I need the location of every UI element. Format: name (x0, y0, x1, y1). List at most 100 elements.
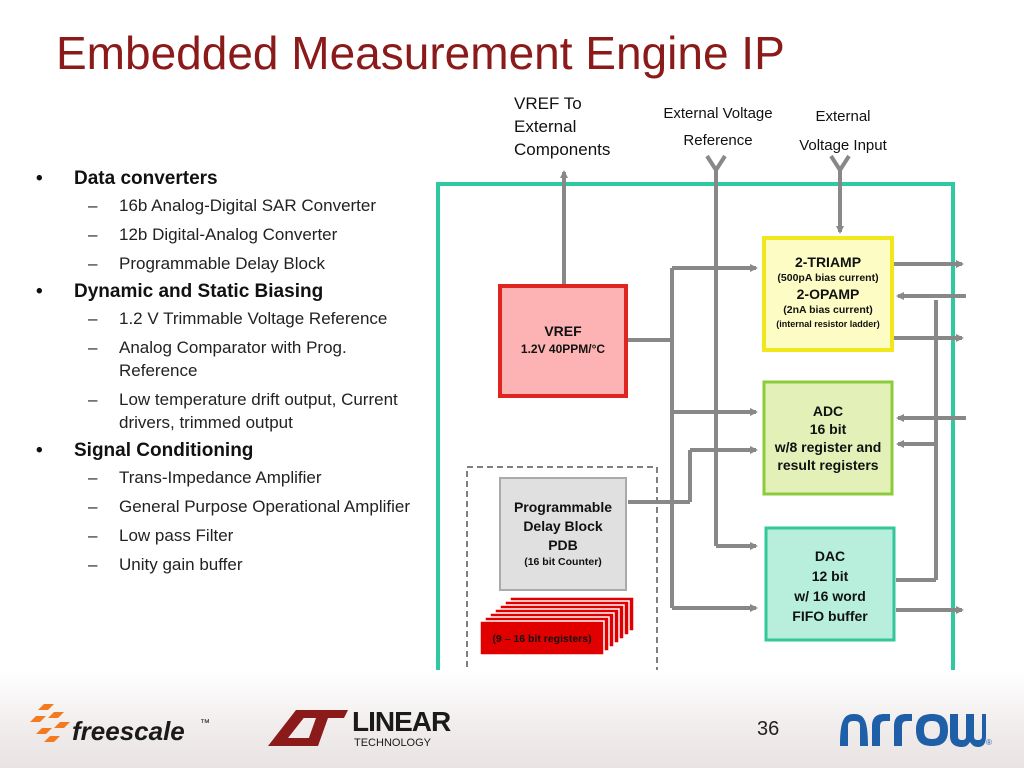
dac-block (764, 526, 896, 642)
sub-item: – Low pass Filter (34, 524, 424, 547)
opamp-title: 2-OPAMP (796, 286, 860, 302)
ext-vref-label-line: External Voltage (663, 105, 773, 122)
ext-vin-terminal-icon (829, 154, 851, 174)
dash-icon: – (88, 555, 98, 574)
bullet-label: Signal Conditioning (74, 440, 254, 461)
bullet-biasing: • Dynamic and Static Biasing (34, 281, 424, 303)
sub-item-label: Low pass Filter (119, 526, 234, 545)
triamp-bias: (500pA bias current) (777, 272, 879, 284)
dash-icon: – (88, 225, 98, 244)
adc-registers: w/8 register and (774, 439, 882, 455)
sub-item-label: General Purpose Operational Amplifier (119, 497, 411, 516)
sub-item: – 1.2 V Trimmable Voltage Reference (34, 307, 424, 330)
dac-fifo: w/ 16 word (794, 588, 866, 604)
opamp-ladder-note: (internal resistor ladder) (776, 319, 880, 329)
sub-item: – 16b Analog-Digital SAR Converter (34, 194, 424, 217)
ext-vin-label: External Voltage Input (786, 102, 900, 160)
sub-item-label: Programmable Delay Block (119, 254, 325, 273)
sub-item-label: Trans-Impedance Amplifier (119, 468, 322, 487)
dash-icon: – (88, 309, 98, 328)
adc-bits: 16 bit (809, 421, 847, 437)
freescale-logo: freescale ™ (30, 702, 240, 752)
pdb-title-1: Programmable (513, 499, 613, 515)
sub-item: – Low temperature drift output, Current d… (34, 388, 424, 434)
adc-title: ADC (812, 403, 844, 419)
triamp-block (762, 236, 894, 352)
sub-item-label: 16b Analog-Digital SAR Converter (119, 196, 377, 215)
dac-block-text: DAC 12 bit w/ 16 word FIFO buffer (766, 546, 894, 626)
bullet-list: • Data converters – 16b Analog-Digital SAR… (34, 168, 424, 582)
pdb-abbrev: PDB (548, 537, 578, 553)
sub-item: – 12b Digital-Analog Converter (34, 223, 424, 246)
opamp-bias: (2nA bias current) (783, 304, 873, 316)
page-number: 36 (757, 718, 780, 740)
ext-vref-terminal-icon (705, 154, 727, 174)
vref-block-text: VREF 1.2V 40PPM/°C (500, 322, 626, 358)
freescale-mark-icon (30, 704, 70, 742)
sub-item: – General Purpose Operational Amplifier (34, 495, 424, 518)
vref-block (498, 284, 628, 398)
freescale-tm: ™ (200, 718, 210, 729)
dac-bits: 12 bit (811, 568, 849, 584)
triamp-title: 2-TRIAMP (794, 254, 862, 270)
sub-item: – Unity gain buffer (34, 553, 424, 576)
ext-vin-label-line: External (815, 108, 871, 125)
connector-lines (560, 166, 966, 614)
pdb-title-2: Delay Block (523, 518, 603, 534)
vref-output-label-line: VREF To (514, 94, 582, 113)
input-terminal-icons (705, 154, 851, 174)
sub-item-label: Unity gain buffer (119, 555, 243, 574)
dac-fifo-buffer: FIFO buffer (792, 608, 868, 624)
linear-mark-icon (268, 710, 348, 746)
adc-block-text: ADC 16 bit w/8 register and result regis… (764, 402, 892, 474)
dash-icon: – (88, 526, 98, 545)
sub-item: – Programmable Delay Block (34, 252, 424, 275)
adc-result-registers: result registers (777, 457, 879, 473)
freescale-wordmark: freescale (72, 716, 185, 746)
arrow-registered-icon: ® (986, 738, 992, 747)
vref-title: VREF (544, 323, 582, 339)
pdb-counter: (16 bit Counter) (524, 556, 602, 568)
vref-output-label: VREF To External Components (514, 92, 610, 161)
dash-icon: – (88, 254, 98, 273)
dash-icon: – (88, 196, 98, 215)
bullet-dot-icon: • (36, 281, 43, 302)
pdb-block (499, 477, 627, 591)
bullet-label: Data converters (74, 168, 218, 189)
slide-title: Embedded Measurement Engine IP (56, 27, 785, 79)
dash-icon: – (88, 338, 98, 357)
sub-item-label: Analog Comparator with Prog. Reference (119, 338, 347, 380)
bullet-label: Dynamic and Static Biasing (74, 281, 324, 302)
vref-output-label-line: Components (514, 140, 611, 159)
registers-label: (9 – 16 bit registers) (492, 633, 592, 645)
vref-output-label-line: External (514, 117, 577, 136)
sub-item: – Trans-Impedance Amplifier (34, 466, 424, 489)
linear-technology-logo: LINEAR TECHNOLOGY (266, 706, 456, 752)
ext-vref-label: External Voltage Reference (650, 100, 786, 154)
bullet-signal-conditioning: • Signal Conditioning (34, 440, 424, 462)
linear-wordmark: LINEAR (352, 706, 451, 737)
vref-spec: 1.2V 40PPM/°C (520, 342, 606, 356)
ext-vref-label-line: Reference (683, 132, 753, 149)
dac-title: DAC (814, 548, 846, 564)
dash-icon: – (88, 390, 98, 409)
sub-item-label: 1.2 V Trimmable Voltage Reference (119, 309, 388, 328)
dash-icon: – (88, 468, 98, 487)
triamp-block-text: 2-TRIAMP (500pA bias current) 2-OPAMP (2… (764, 254, 892, 330)
pdb-block-text: Programmable Delay Block PDB (16 bit Cou… (500, 498, 626, 570)
adc-block (762, 380, 894, 496)
sub-item: – Analog Comparator with Prog. Reference (34, 336, 424, 382)
sub-item-label: Low temperature drift output, Current dr… (119, 390, 398, 432)
register-stack (479, 596, 635, 656)
sub-item-label: 12b Digital-Analog Converter (119, 225, 338, 244)
bullet-dot-icon: • (36, 168, 43, 189)
bullet-data-converters: • Data converters (34, 168, 424, 190)
bullet-dot-icon: • (36, 440, 43, 461)
register-layer (479, 620, 605, 656)
dash-icon: – (88, 497, 98, 516)
arrow-logo: ® (838, 712, 994, 752)
linear-technology-wordmark: TECHNOLOGY (354, 737, 432, 749)
arrow-wordmark (840, 714, 986, 747)
ext-vin-label-line: Voltage Input (799, 137, 887, 154)
